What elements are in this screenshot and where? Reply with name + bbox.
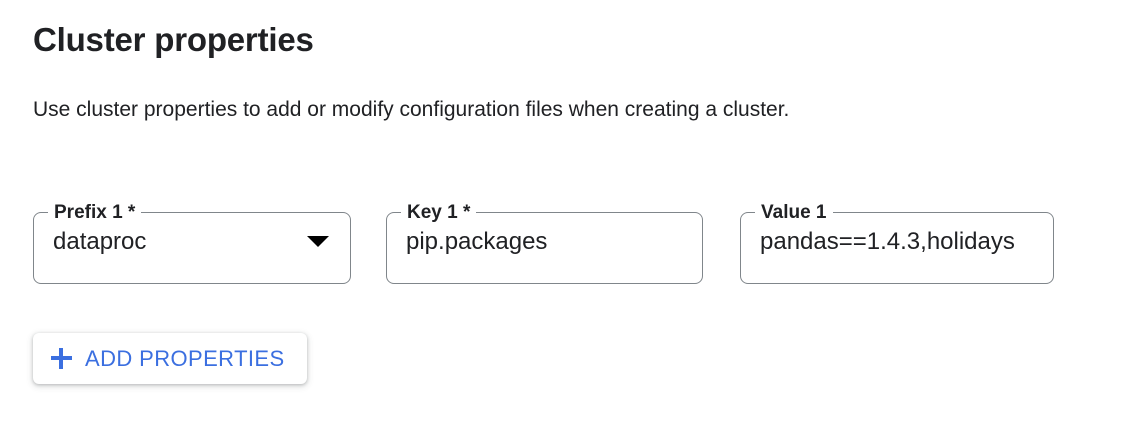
key-field-label: Key 1 * bbox=[407, 202, 471, 223]
key-input-value[interactable]: pip.packages bbox=[406, 228, 548, 255]
value-field[interactable]: Value 1 pandas==1.4.3,holidays bbox=[740, 203, 1054, 284]
plus-icon bbox=[51, 348, 72, 369]
page-title: Cluster properties bbox=[33, 21, 314, 58]
prefix-field-label: Prefix 1 * bbox=[54, 202, 136, 223]
chevron-down-icon[interactable] bbox=[307, 236, 329, 247]
key-field[interactable]: Key 1 * pip.packages bbox=[386, 203, 703, 284]
value-field-label: Value 1 bbox=[761, 202, 827, 223]
value-input-value[interactable]: pandas==1.4.3,holidays bbox=[760, 228, 1015, 255]
prefix-select-value[interactable]: dataproc bbox=[53, 228, 147, 255]
add-properties-button-label: ADD PROPERTIES bbox=[85, 345, 285, 371]
page-description: Use cluster properties to add or modify … bbox=[33, 98, 790, 121]
add-properties-button[interactable]: ADD PROPERTIES bbox=[33, 333, 307, 384]
prefix-field[interactable]: Prefix 1 * dataproc bbox=[33, 203, 351, 284]
properties-row: Prefix 1 * dataproc Key 1 * pip.packages… bbox=[0, 203, 1122, 285]
